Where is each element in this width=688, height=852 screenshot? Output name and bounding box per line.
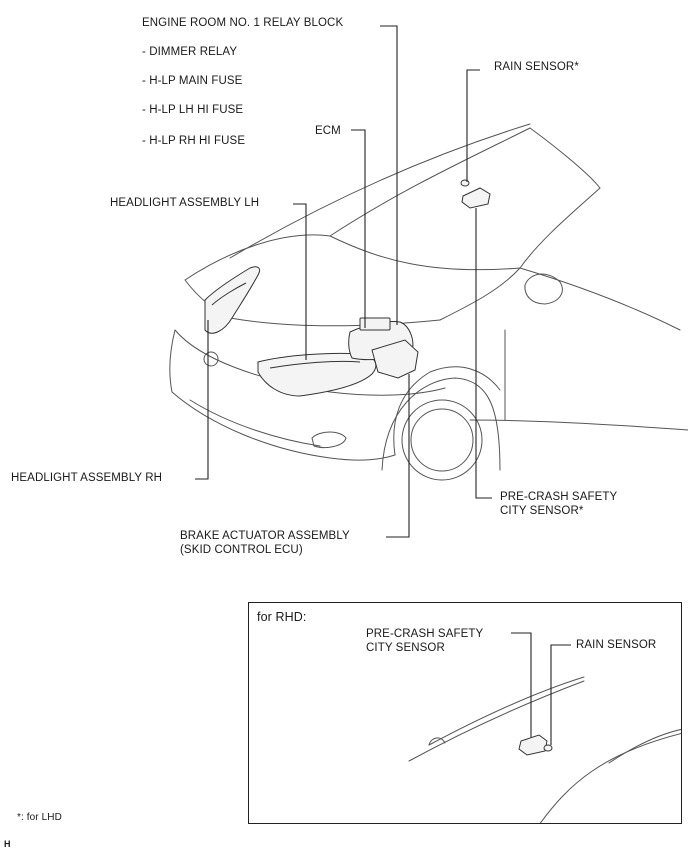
cowl-line	[329, 235, 521, 271]
corner-code: H	[4, 839, 11, 849]
mirror	[524, 273, 563, 305]
inset-pre-crash-line-2: CITY SENSOR	[366, 642, 445, 654]
footnote: *: for LHD	[17, 812, 62, 823]
hood-outline	[184, 234, 331, 281]
headlight-rh-shape	[204, 266, 261, 334]
brake-actuator-label: BRAKE ACTUATOR ASSEMBLY (SKID CONTROL EC…	[180, 529, 350, 557]
inset-title: for RHD:	[257, 610, 307, 624]
grille	[189, 399, 321, 447]
windshield-side	[529, 127, 601, 189]
hood-side	[439, 267, 521, 321]
pre-crash-sensor-label: PRE-CRASH SAFETY CITY SENSOR*	[500, 490, 617, 518]
hlp-main-fuse-label: - H-LP MAIN FUSE	[142, 75, 243, 87]
leader-rain-sensor	[466, 69, 480, 182]
ecm-shape	[359, 317, 391, 331]
front-wheel-inner	[410, 408, 474, 472]
headlight-rh-detail	[211, 282, 247, 306]
headlight-lh-label: HEADLIGHT ASSEMBLY LH	[110, 197, 260, 209]
inset-mirror	[428, 737, 446, 746]
front-wheel	[401, 399, 483, 481]
side-line	[519, 267, 681, 331]
relay-block-label: ENGINE ROOM NO. 1 RELAY BLOCK	[142, 16, 343, 30]
rhd-inset-illustration	[408, 632, 681, 823]
front-face	[169, 329, 176, 393]
leader-headlight-rh	[195, 320, 209, 480]
brake-actuator-shape	[371, 339, 419, 379]
fender	[393, 366, 501, 456]
side-lower	[469, 419, 688, 431]
emblem	[203, 351, 219, 367]
leader-pre-crash	[475, 208, 492, 499]
inset-pre-crash-sensor	[518, 734, 548, 756]
leader-headlight-lh	[293, 203, 307, 360]
leader-ecm	[351, 129, 366, 328]
inset-roof-line	[408, 680, 585, 762]
hlp-rh-hi-fuse-label: - H-LP RH HI FUSE	[142, 135, 246, 147]
ecm-label: ECM	[315, 125, 341, 137]
roof-line	[229, 123, 531, 259]
rhd-inset-panel: for RHD: PRE-CRASH SAFETY CITY SENSOR RA…	[248, 602, 682, 824]
windshield-top	[329, 127, 531, 237]
inset-leader-rain-sensor	[550, 644, 571, 745]
rain-sensor-label: RAIN SENSOR*	[494, 61, 579, 73]
inset-pre-crash-line-1: PRE-CRASH SAFETY	[366, 628, 484, 640]
inset-windshield-top	[428, 676, 585, 746]
inset-leader-pre-crash	[511, 632, 532, 737]
pre-crash-sensor-shape	[461, 187, 491, 209]
pre-crash-line-2: CITY SENSOR*	[500, 505, 584, 517]
brake-actuator-line-1: BRAKE ACTUATOR ASSEMBLY	[180, 530, 350, 542]
leader-relay-block	[380, 25, 398, 325]
wheel-arch	[381, 377, 501, 471]
relay-block-title: ENGINE ROOM NO. 1 RELAY BLOCK	[142, 17, 344, 29]
pre-crash-line-1: PRE-CRASH SAFETY	[500, 491, 618, 503]
rain-sensor-shape	[460, 179, 470, 187]
inset-pre-crash-label: PRE-CRASH SAFETY CITY SENSOR	[366, 627, 483, 655]
headlight-rh-label: HEADLIGHT ASSEMBLY RH	[11, 472, 163, 484]
brake-actuator-line-2: (SKID CONTROL ECU)	[180, 544, 303, 556]
hlp-lh-hi-fuse-label: - H-LP LH HI FUSE	[142, 104, 244, 116]
bumper-lower	[171, 391, 396, 461]
inset-cowl	[608, 728, 681, 764]
fog-light	[311, 431, 347, 449]
inset-rain-sensor	[543, 744, 553, 752]
inset-rain-sensor-label: RAIN SENSOR	[576, 639, 657, 651]
a-pillar	[519, 187, 601, 269]
headlight-lh-shape	[257, 352, 377, 397]
dimmer-relay-label: - DIMMER RELAY	[142, 46, 238, 58]
leader-brake-actuator	[386, 374, 410, 538]
inset-a-pillar	[539, 733, 681, 823]
headlight-lh-detail	[269, 360, 361, 369]
